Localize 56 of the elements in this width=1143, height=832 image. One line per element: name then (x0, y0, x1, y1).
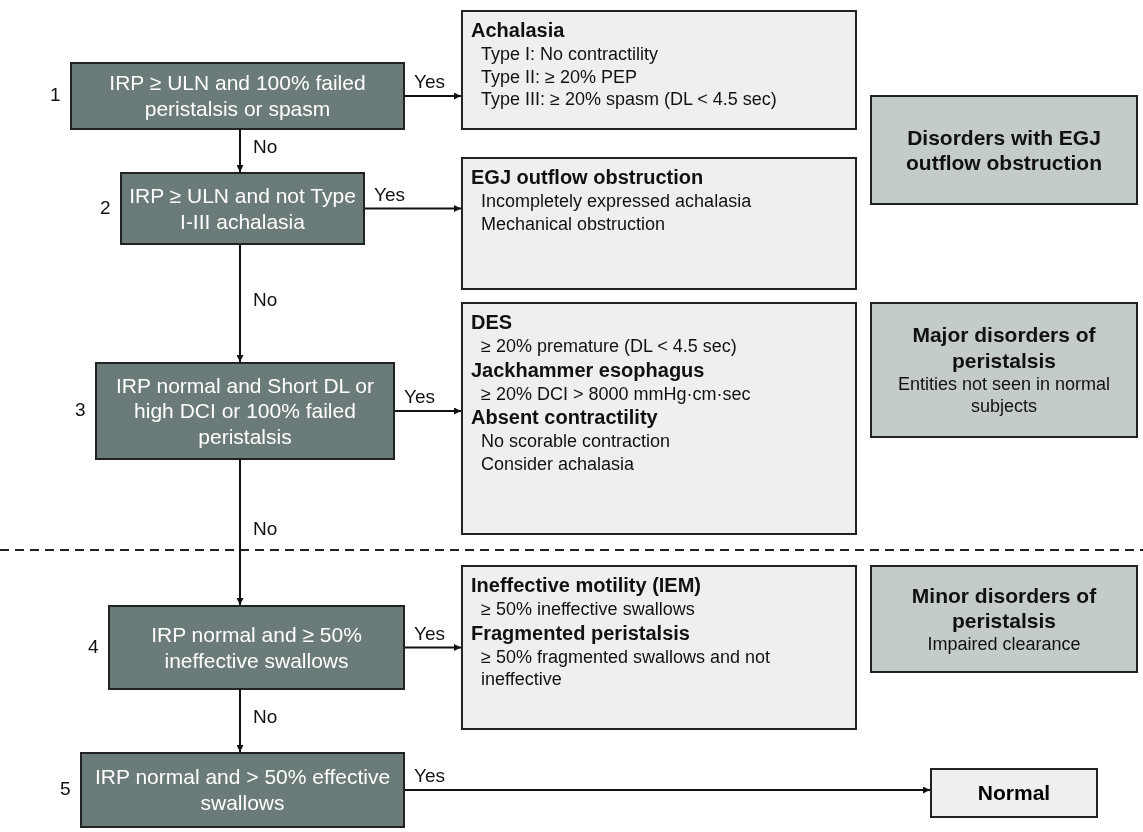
item-text: ≥ 20% DCI > 8000 mmHg·cm·sec (480, 382, 752, 405)
category-box (870, 95, 1138, 205)
item-text: Incompletely expressed achalasia (480, 190, 753, 213)
heading-text: Major disorders of peristalsis (911, 322, 1097, 373)
heading-text: Fragmented peristalsis (471, 620, 691, 646)
item-text: Type III: ≥ 20% spasm (DL < 4.5 sec) (480, 88, 778, 111)
item-text: Entities not seen in normal subjects (896, 372, 1112, 418)
result-box (461, 302, 857, 535)
arrow (236, 459, 244, 606)
result-box (461, 565, 857, 730)
arrow (404, 644, 462, 651)
decision-box (108, 605, 405, 690)
item-text: Type I: No contractility (480, 43, 660, 66)
result-box (461, 10, 857, 130)
heading-text: Jackhammer esophagus (471, 357, 706, 383)
result-box (461, 157, 857, 290)
item-text: Impaired clearance (927, 632, 1081, 656)
arrow (364, 205, 462, 212)
item-text: No scorable contraction (480, 430, 672, 453)
result-box (930, 768, 1098, 818)
item-text: ≥ 50% ineffective swallows (480, 598, 696, 621)
decision-box (80, 752, 405, 828)
arrow (236, 244, 244, 363)
step-number: 2 (100, 196, 111, 219)
item-text: Consider achalasia (480, 452, 636, 475)
condition-text: IRP ≥ ULN and not Type I-III achalasia (128, 182, 357, 235)
category-box (870, 565, 1138, 673)
arrow (394, 407, 462, 415)
step-number: 3 (75, 399, 86, 421)
condition-text: IRP normal and ≥ 50% ineffective swallows (150, 621, 363, 674)
result-text: Normal (977, 781, 1051, 805)
condition-text: IRP normal and > 50% effective swallows (93, 764, 392, 816)
arrow (236, 689, 244, 753)
heading-text: Absent contractility (471, 405, 659, 430)
item-text: Mechanical obstruction (480, 212, 667, 235)
heading-text: EGJ outflow obstruction (471, 165, 705, 190)
step-number: 1 (50, 84, 61, 106)
step-number: 4 (88, 635, 99, 658)
item-text: Type II: ≥ 20% PEP (480, 65, 638, 88)
condition-text: IRP normal and Short DL or high DCI or 100% failed peristalsis (115, 372, 375, 450)
item-text: ≥ 50% fragmented swallows and not ineffective (480, 645, 772, 691)
heading-text: Minor disorders of peristalsis (910, 582, 1098, 633)
step-number: 5 (60, 778, 71, 800)
decision-box (95, 362, 395, 460)
heading-text: Disorders with EGJ outflow obstruction (905, 124, 1103, 176)
heading-text: DES (471, 310, 514, 335)
heading-text: Achalasia (471, 18, 566, 43)
arrow (404, 786, 931, 794)
arrow (236, 129, 244, 173)
decision-box (120, 172, 365, 245)
decision-box (70, 62, 405, 130)
item-text: ≥ 20% premature (DL < 4.5 sec) (480, 335, 738, 358)
arrow (404, 92, 462, 100)
category-box (870, 302, 1138, 438)
condition-text: IRP ≥ ULN and 100% failed peristalsis or spasm (108, 70, 367, 122)
heading-text: Ineffective motility (IEM) (471, 573, 703, 598)
